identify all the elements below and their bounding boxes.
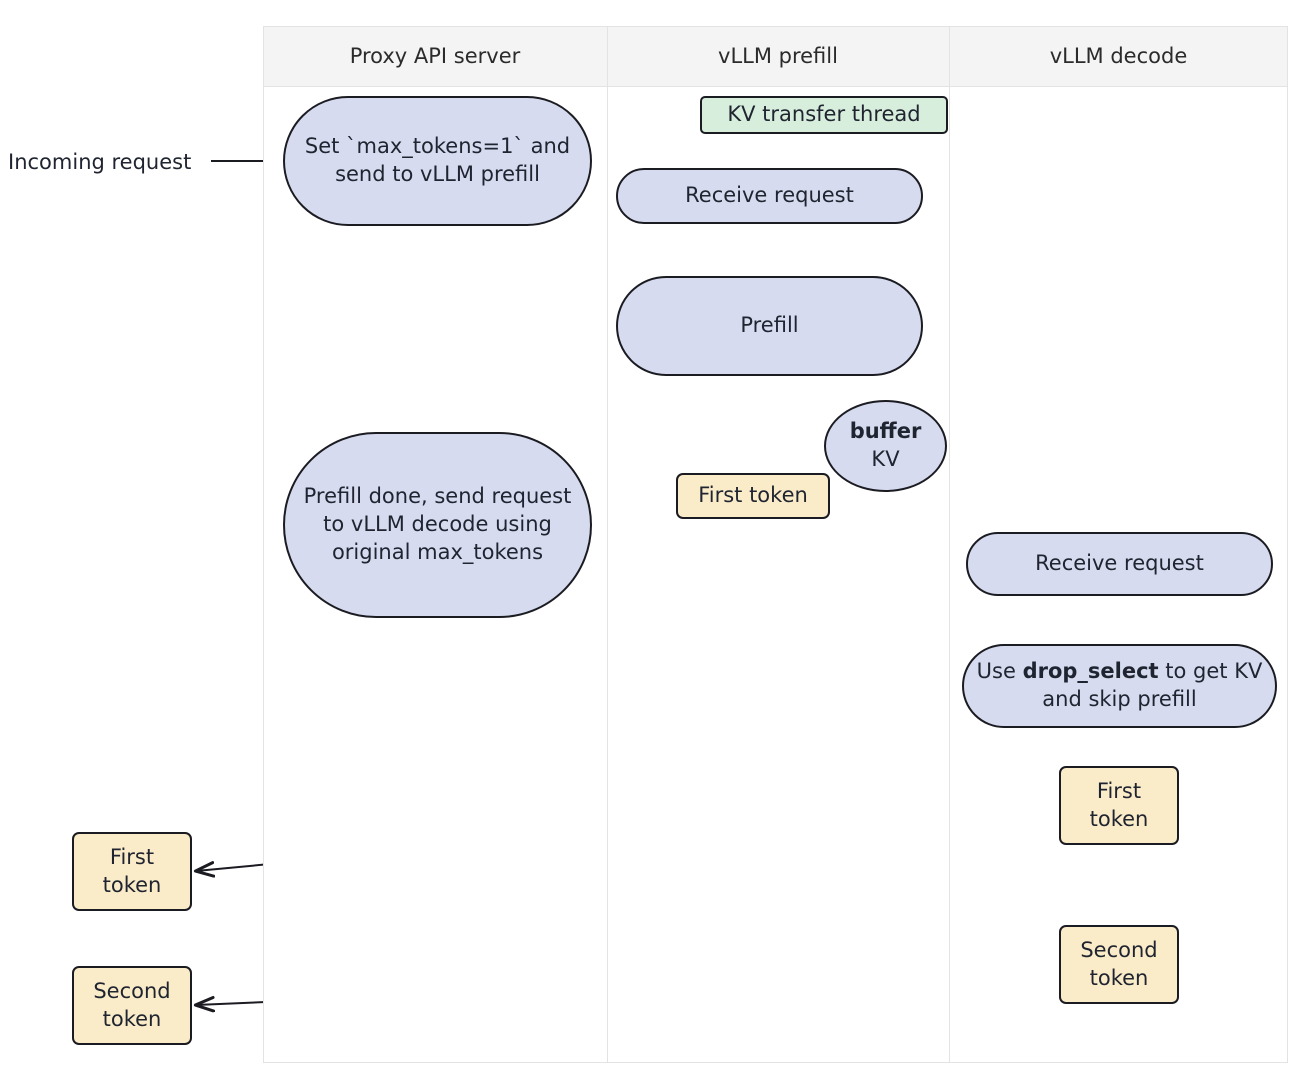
node-decode-receive-request-label: Receive request <box>1035 551 1204 576</box>
node-buffer-kv-label-sub: KV <box>871 447 900 471</box>
node-drop-select-text: Use drop_select to get KV and skip prefi… <box>964 658 1275 713</box>
lane-divider-2 <box>949 26 950 1063</box>
node-prefill-first-token-label: First token <box>698 483 808 508</box>
node-decode-receive-request[interactable]: Receive request <box>966 532 1273 596</box>
node-prefill-receive-request[interactable]: Receive request <box>616 168 923 224</box>
node-decode-second-token-line1: Second <box>1080 937 1158 962</box>
lane-title-decode: vLLM decode <box>1049 44 1188 68</box>
node-decode-first-token[interactable]: First token <box>1059 766 1179 845</box>
node-output-first-token-line2: token <box>102 872 162 897</box>
node-decode-first-token-text: First token <box>1061 778 1177 833</box>
node-drop-select-label-post: to get KV and skip prefill <box>1042 659 1263 711</box>
node-decode-second-token-text: Second token <box>1061 937 1177 992</box>
node-output-second-token-text: Second token <box>74 978 190 1033</box>
incoming-request-label: Incoming request <box>8 150 192 174</box>
node-decode-first-token-line2: token <box>1089 806 1149 831</box>
node-prefill-first-token[interactable]: First token <box>676 473 830 519</box>
node-drop-select-label-pre: Use <box>976 659 1023 684</box>
node-output-second-token-line2: token <box>102 1006 162 1031</box>
node-buffer-kv[interactable]: buffer KV <box>824 400 947 492</box>
lane-divider-1 <box>607 26 608 1063</box>
node-output-second-token[interactable]: Second token <box>72 966 192 1045</box>
node-prefill-done-label: Prefill done, send request to vLLM decod… <box>303 484 572 564</box>
node-set-max-tokens[interactable]: Set `max_tokens=1` and send to vLLM pref… <box>283 96 592 226</box>
node-output-first-token-line1: First <box>109 844 155 869</box>
node-prefill[interactable]: Prefill <box>616 276 923 376</box>
node-decode-second-token-line2: token <box>1089 965 1149 990</box>
node-decode-first-token-line1: First <box>1096 778 1142 803</box>
lane-title-proxy: Proxy API server <box>349 44 521 68</box>
lane-title-prefill: vLLM prefill <box>718 44 838 68</box>
node-kv-transfer-thread-note: KV transfer thread <box>700 96 948 134</box>
node-prefill-label: Prefill <box>740 313 799 338</box>
node-kv-transfer-thread-label: KV transfer thread <box>727 102 921 127</box>
node-output-second-token-line1: Second <box>93 978 171 1003</box>
node-decode-second-token[interactable]: Second token <box>1059 925 1179 1004</box>
node-output-first-token[interactable]: First token <box>72 832 192 911</box>
node-drop-select[interactable]: Use drop_select to get KV and skip prefi… <box>962 644 1277 728</box>
node-set-max-tokens-label: Set `max_tokens=1` and send to vLLM pref… <box>304 134 571 186</box>
node-buffer-kv-label-bold: buffer <box>849 419 922 444</box>
node-output-first-token-text: First token <box>74 844 190 899</box>
swimlane-header-band <box>263 26 1288 87</box>
node-drop-select-label-bold: drop_select <box>1022 659 1159 684</box>
node-buffer-kv-text: buffer KV <box>826 418 945 473</box>
node-prefill-receive-request-label: Receive request <box>685 183 854 208</box>
node-prefill-done[interactable]: Prefill done, send request to vLLM decod… <box>283 432 592 618</box>
